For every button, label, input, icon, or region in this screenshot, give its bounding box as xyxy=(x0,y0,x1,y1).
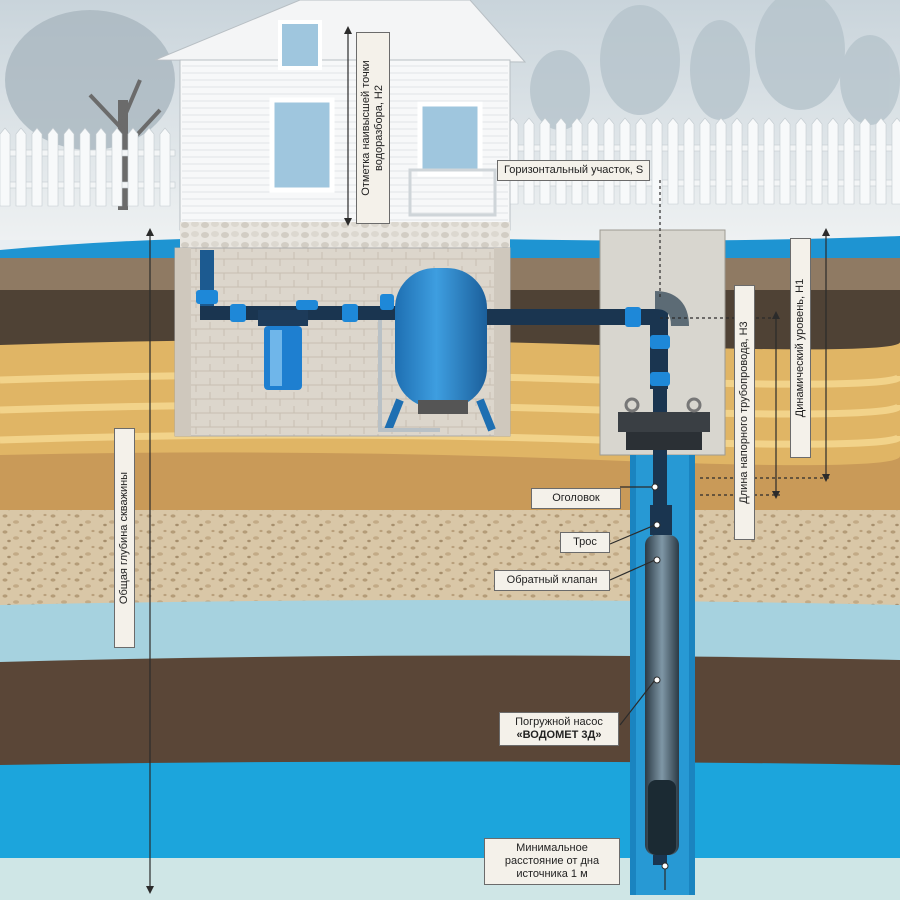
marker-dots xyxy=(651,483,669,870)
fence-picket xyxy=(31,127,43,207)
dimension-arrows xyxy=(146,26,830,894)
clay-dark xyxy=(0,655,900,770)
dimension-lines xyxy=(149,30,830,890)
sand-stripes xyxy=(0,371,900,448)
min-distance-line2: расстояние от дна xyxy=(504,855,600,867)
fence-picket xyxy=(651,117,663,205)
fence-picket xyxy=(859,117,871,205)
min-distance-line3: источника 1 м xyxy=(516,868,588,880)
fence-picket xyxy=(795,117,807,205)
fence-picket xyxy=(731,117,743,205)
gravel-layer xyxy=(0,510,900,610)
highest-point-label-line2: водоразбора, H2 xyxy=(373,85,385,171)
fence-picket xyxy=(763,117,775,205)
pipe-length-label: Длина напорного трубопровода, H3 xyxy=(734,285,755,540)
pipe-fittings xyxy=(196,290,670,386)
fence-picket xyxy=(95,127,107,207)
fence-picket xyxy=(811,117,823,205)
pump-label-line1: Погружной насос xyxy=(515,716,603,728)
submersible-pump xyxy=(645,505,679,855)
fence-picket xyxy=(143,127,155,207)
fence-picket xyxy=(79,127,91,207)
cable-label: Трос xyxy=(560,532,610,553)
pump-label: Погружной насос «ВОДОМЕТ 3Д» xyxy=(499,712,619,746)
water-filter xyxy=(258,310,308,390)
fence-picket xyxy=(715,117,727,205)
fence-picket xyxy=(111,127,123,207)
fence-picket xyxy=(667,117,679,205)
background-trees xyxy=(530,0,900,130)
fence-picket xyxy=(47,127,59,207)
fence-picket xyxy=(159,127,171,207)
pump-label-line2: «ВОДОМЕТ 3Д» xyxy=(516,729,602,741)
fence-picket xyxy=(127,127,139,207)
horizontal-section-label: Горизонтальный участок, S xyxy=(497,160,651,181)
well-head-assembly xyxy=(618,397,710,450)
min-distance-label: Минимальное расстояние от дна источника … xyxy=(484,838,620,885)
aquifer-bottom xyxy=(0,858,900,900)
fence-picket xyxy=(843,117,855,205)
highest-point-label: Отметка наивысшей точки водоразбора, H2 xyxy=(356,32,390,224)
pressure-tank xyxy=(378,268,496,432)
fence-picket xyxy=(747,117,759,205)
fence-picket xyxy=(779,117,791,205)
fence-picket xyxy=(15,127,27,207)
dynamic-level-label: Динамический уровень, H1 xyxy=(790,238,811,458)
fence-picket xyxy=(63,127,75,207)
fence-picket xyxy=(0,127,11,207)
fence-picket xyxy=(875,117,887,205)
fence-picket xyxy=(683,117,695,205)
check-valve-label: Обратный клапан xyxy=(494,570,610,591)
fence-picket xyxy=(891,117,900,205)
fence-picket xyxy=(699,117,711,205)
fence-picket xyxy=(827,117,839,205)
highest-point-label-line1: Отметка наивысшей точки xyxy=(360,60,372,196)
total-depth-label: Общая глубина скважины xyxy=(114,428,135,648)
house xyxy=(154,0,527,248)
well-head-label: Оголовок xyxy=(531,488,621,509)
fence-left-pickets xyxy=(0,127,171,207)
min-distance-line1: Минимальное xyxy=(516,842,588,854)
